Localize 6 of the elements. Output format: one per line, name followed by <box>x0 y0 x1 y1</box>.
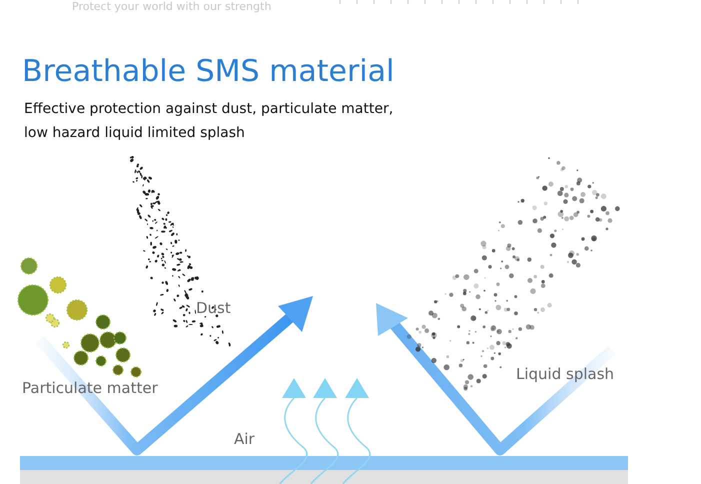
particulate-matter-label: Particulate matter <box>22 379 158 397</box>
title: Breathable SMS material <box>22 54 394 89</box>
subtitle: Effective protection against dust, particulate matter, low hazard liquid limited splash <box>24 100 394 143</box>
air-label: Air <box>234 430 255 448</box>
liquid-splash-label: Liquid splash <box>516 365 614 383</box>
dust-label: Dust <box>196 299 231 317</box>
